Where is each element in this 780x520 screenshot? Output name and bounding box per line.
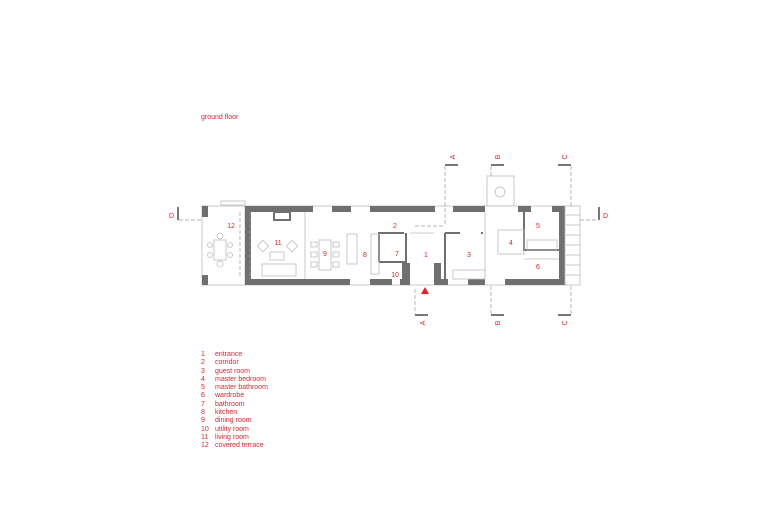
legend-label: guest room — [215, 367, 251, 375]
room-legend: 1 entrance 2 corridor 3 guest room 4 master bed… — [201, 351, 268, 451]
legend-label: dining room — [215, 417, 252, 425]
legend-number: 4 — [201, 375, 205, 383]
legend-item: 4 master bedroom — [201, 376, 268, 384]
section-b-bottom-label: B — [495, 320, 502, 325]
legend-item: 10 utility room — [201, 426, 268, 434]
room-number: 8 — [363, 252, 367, 259]
section-b-top-label: B — [495, 154, 502, 159]
legend-number: 11 — [201, 433, 209, 441]
section-c-top-label: C — [562, 154, 569, 159]
section-markers: A A B B C C D D — [169, 154, 608, 325]
room-number: 4 — [509, 240, 513, 247]
legend-number: 5 — [201, 384, 205, 392]
room-numbers: 1 2 3 4 5 6 7 8 9 10 11 12 — [227, 223, 540, 279]
legend-label: bathroom — [215, 400, 245, 408]
legend-label: entrance — [215, 351, 243, 358]
legend-item: 1 entrance — [201, 351, 268, 359]
legend-number: 3 — [201, 367, 205, 375]
legend-item: 11 living room — [201, 434, 268, 442]
legend-item: 6 wardrobe — [201, 392, 268, 400]
section-a-bottom-label: A — [420, 320, 427, 325]
legend-number: 7 — [201, 400, 205, 408]
legend-item: 12 covered terrace — [201, 442, 268, 450]
legend-label: wardrobe — [215, 392, 245, 400]
plan-title: ground floor — [201, 114, 239, 121]
legend-label: living room — [215, 433, 249, 441]
section-d-left-label: D — [169, 213, 174, 220]
section-c-bottom-label: C — [562, 320, 569, 325]
legend-number: 6 — [201, 392, 205, 400]
room-number: 6 — [536, 264, 540, 271]
room-number: 5 — [536, 223, 540, 230]
legend-number: 12 — [201, 442, 209, 450]
legend-number: 2 — [201, 359, 205, 367]
legend-label: kitchen — [215, 409, 238, 417]
legend-item: 7 bathroom — [201, 401, 268, 409]
room-number: 9 — [323, 251, 327, 258]
room-number: 3 — [467, 252, 471, 259]
room-number: 12 — [227, 223, 235, 230]
legend-item: 3 guest room — [201, 368, 268, 376]
legend-item: 9 dining room — [201, 417, 268, 425]
room-number: 11 — [274, 240, 281, 247]
legend-number: 1 — [201, 351, 205, 358]
legend-number: 10 — [201, 425, 209, 433]
legend-number: 9 — [201, 417, 205, 425]
room-number: 1 — [424, 252, 428, 259]
entrance-arrow-icon — [421, 287, 429, 294]
legend-label: utility room — [215, 425, 249, 433]
interior-walls — [249, 175, 581, 286]
legend-item: 2 corridor — [201, 359, 268, 367]
room-number: 7 — [395, 251, 399, 258]
legend-label: master bathroom — [215, 384, 268, 392]
section-a-top-label: A — [450, 154, 457, 159]
covered-terrace — [201, 200, 246, 286]
section-d-right-label: D — [603, 213, 608, 220]
legend-label: master bedroom — [215, 375, 266, 383]
legend-number: 8 — [201, 409, 205, 417]
room-number: 10 — [391, 272, 399, 279]
room-number: 2 — [393, 223, 397, 230]
legend-label: covered terrace — [215, 442, 264, 450]
legend-item: 8 kitchen — [201, 409, 268, 417]
legend-label: corridor — [215, 359, 239, 367]
legend-item: 5 master bathroom — [201, 384, 268, 392]
exterior-walls — [244, 205, 566, 286]
